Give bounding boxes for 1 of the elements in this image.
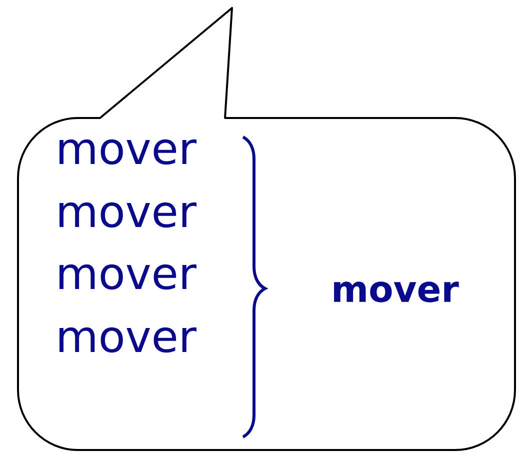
- speech-bubble: mover mover mover mover mover: [17, 7, 516, 451]
